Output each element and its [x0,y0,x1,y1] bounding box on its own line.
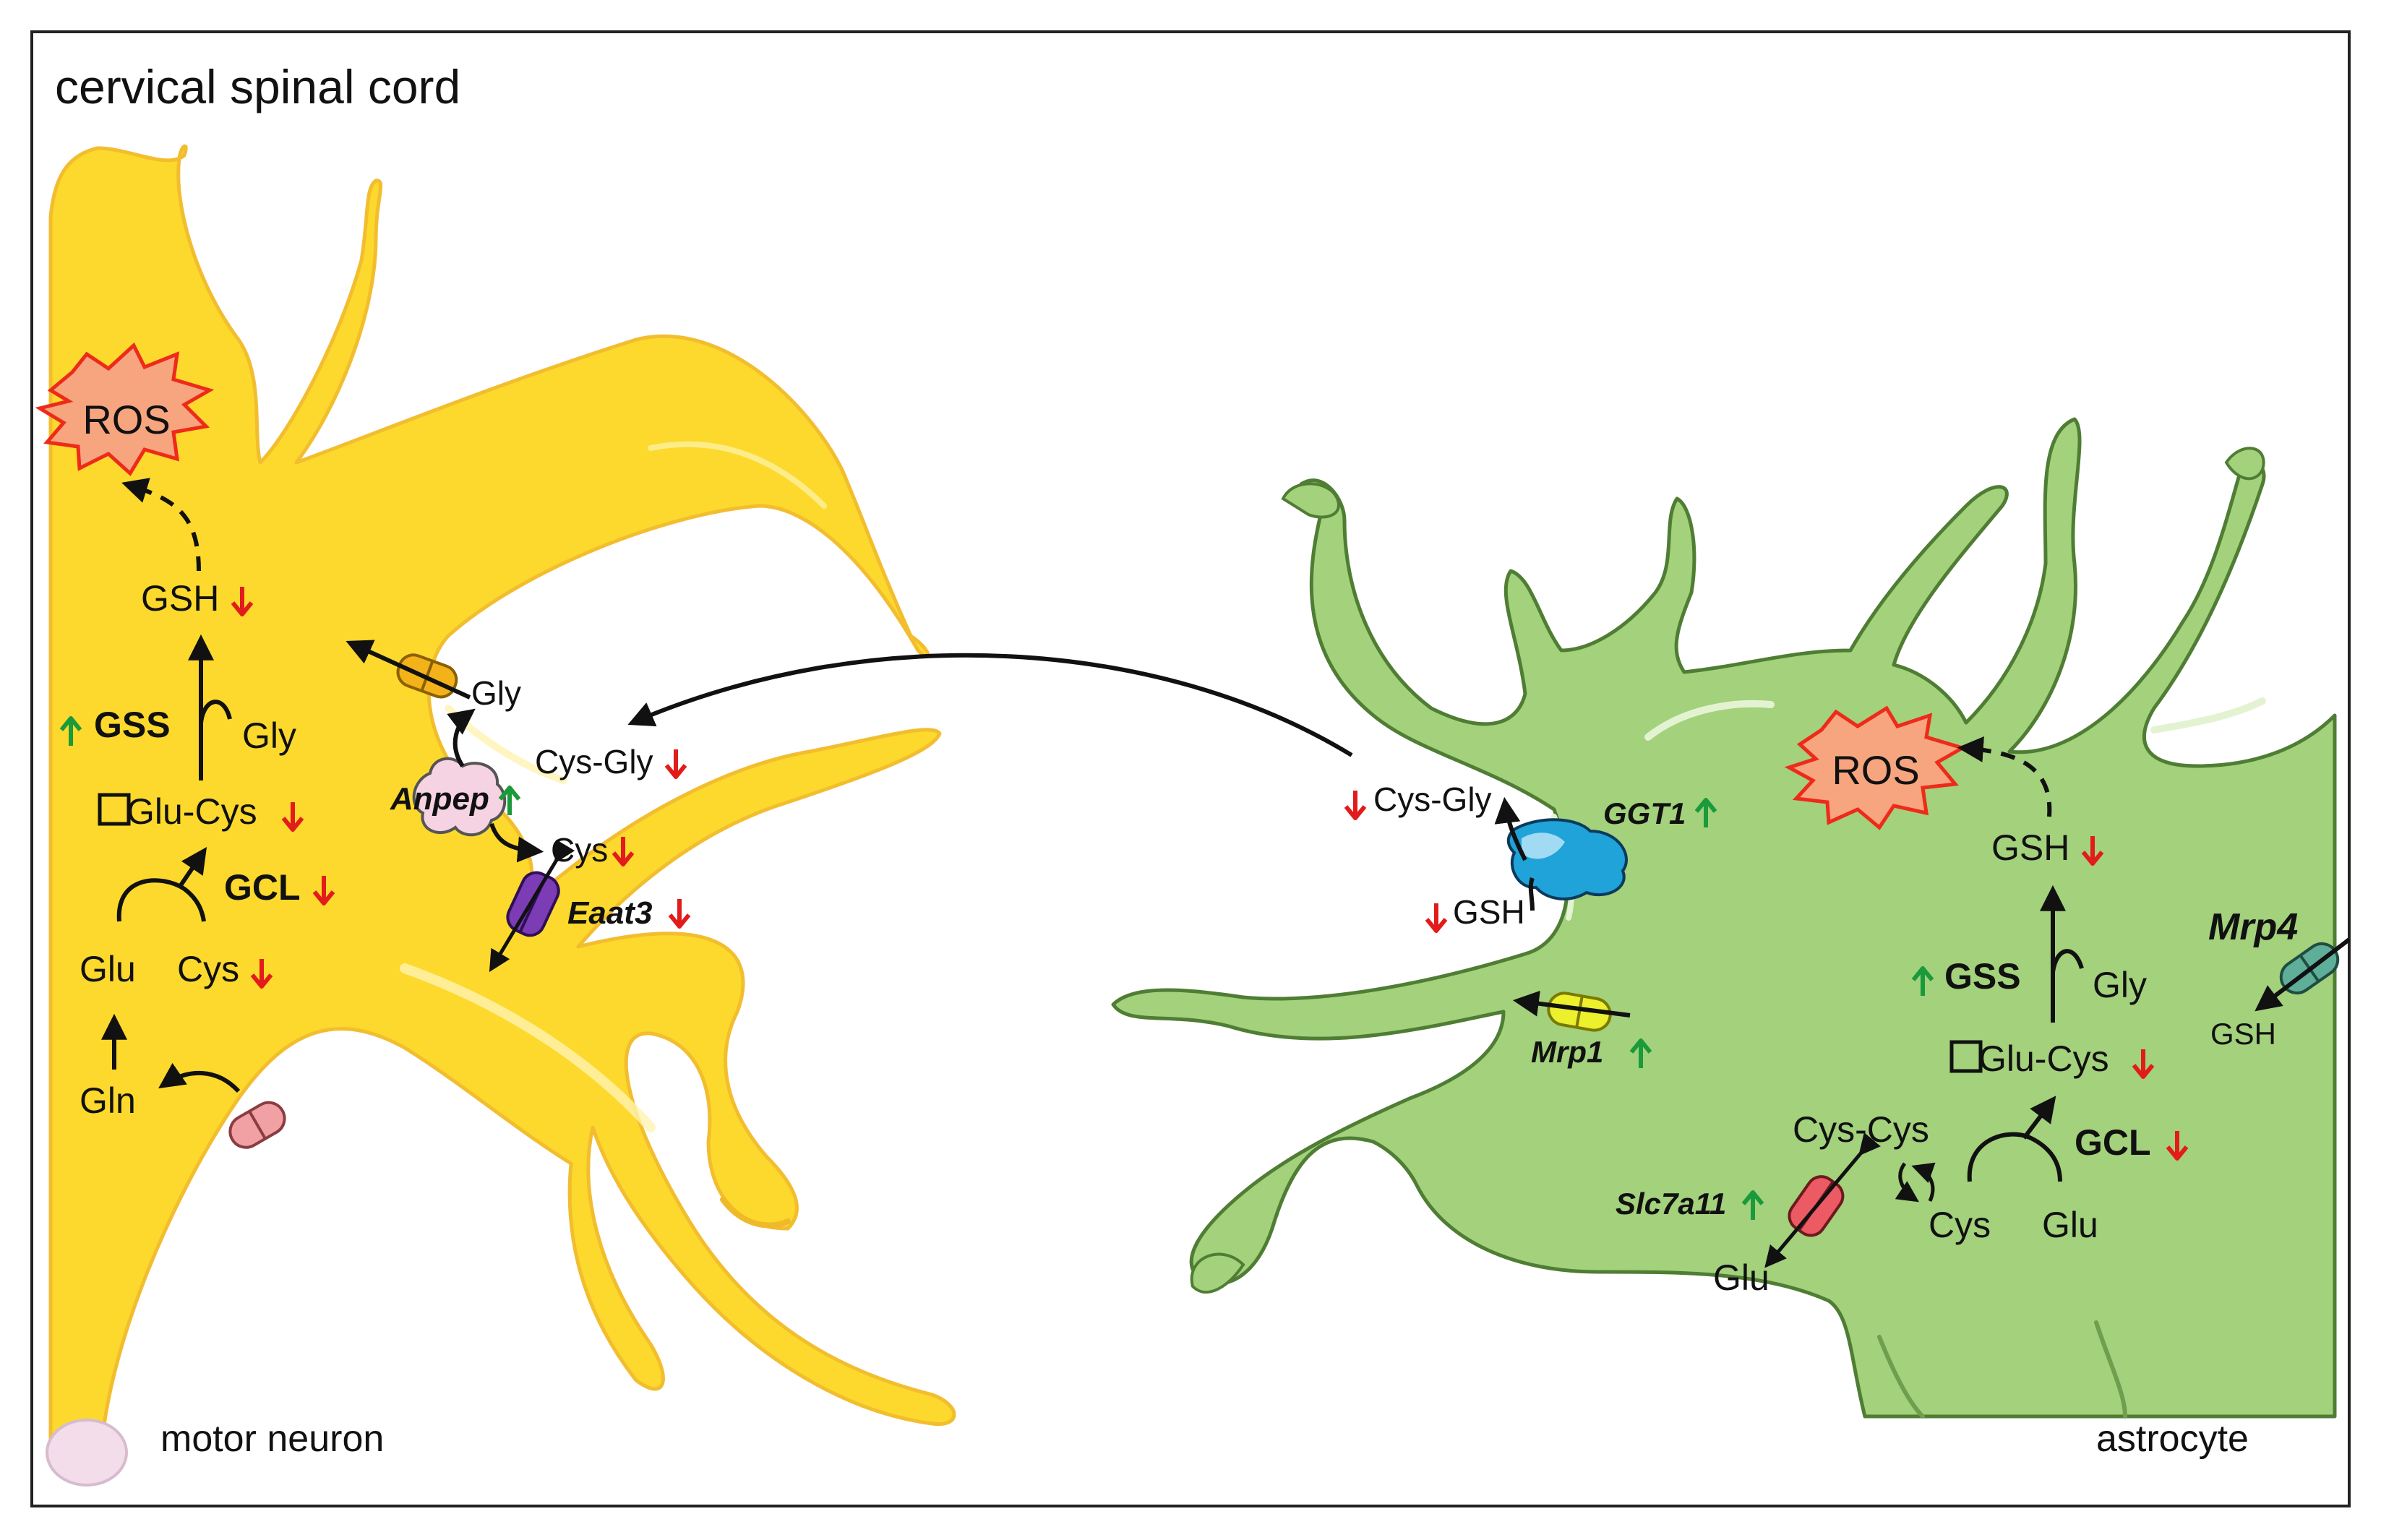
neuron-shade [720,1197,791,1229]
astrocyte-ros-burst: ROS [1784,705,1968,830]
neuron-gcl: GCL [224,867,301,908]
mrp1-transporter [1547,991,1612,1032]
neuron-cys-gly-out: Cys-Gly [535,743,653,780]
gsh-to-ros-dashed-arrow [121,478,201,572]
astro-glu-cys: Glu-Cys [1978,1038,2109,1079]
mrp1-export-arrow [1512,990,1631,1018]
astro-glu: Glu [2042,1205,2098,1245]
neuron-ros-burst: ROS [35,342,215,476]
gcl-reaction-curve [116,878,206,922]
astro-glu-out: Glu [1713,1257,1769,1298]
ggt1-to-cys-gly-arrow [1494,796,1527,861]
astrocyte-caption: astrocyte [2096,1418,2249,1460]
ggt1-label: GGT1 [1603,796,1686,830]
astro-gly: Gly [2093,965,2147,1005]
nucleus-fragment [46,1419,128,1487]
gln-transporter [228,1101,286,1149]
neuron-gln: Gln [80,1080,136,1121]
ros-burst-icon [1784,705,1968,830]
figure-title: cervical spinal cord [55,60,460,113]
astro-cys: Cys [1929,1205,1991,1245]
astrocyte-highlight [2150,697,2266,734]
gly-join-curve [199,700,232,723]
astrocyte-endfoot [1190,1252,1245,1294]
ros-burst-icon [35,342,215,476]
gsh-to-ros-dashed-arrow [1957,736,2052,817]
enzyme-icon [412,757,507,837]
astro-cys-cys: Cys-Cys [1793,1109,1929,1150]
neuron-highlight [648,441,827,509]
astrocyte-body [1111,417,2337,1419]
eaat3-label: Eaat3 [567,895,652,931]
eaat3-bidirectional-arrow [489,839,575,973]
gcl-product-arrow [177,847,207,889]
astrocyte-endfoot [1281,482,1340,519]
slc7a11-label: Slc7a11 [1616,1187,1726,1221]
astro-gsh-mrp4: GSH [2210,1017,2276,1051]
anpep-label: Anpep [390,781,489,817]
gamma-box-icon [98,793,131,826]
gln-import-arrow [158,1062,241,1093]
ggt1-enzyme-highlight [1522,833,1565,859]
mrp1-label: Mrp1 [1531,1035,1603,1069]
neuron-gly-out: Gly [471,674,521,712]
mrp4-label: Mrp4 [2208,906,2298,948]
neuron-caption: motor neuron [160,1418,384,1460]
cys-cys-reduction-arrow [1895,1162,1919,1203]
down-arrow-icon [670,899,689,926]
astro-gsh-out: GSH [1453,893,1525,931]
neuron-body [48,145,956,1455]
ros-label: ROS [1832,747,1919,793]
transporter-pore [248,1110,267,1140]
cys-gly-transfer-arrow [627,653,1353,757]
ros-label: ROS [82,397,170,442]
down-arrow-icon [1427,903,1446,931]
astrocyte-cell [1111,417,2337,1419]
slc7a11-exchange-arrow [1764,1132,1881,1268]
gly-join-curve [2051,949,2084,973]
astrocyte-highlight [1644,700,1775,741]
cys-cys-reduction-arrow [1911,1162,1936,1203]
neuron-cys-out: Cys [551,831,608,869]
mrp4-export-arrow [2255,937,2351,1012]
neuron-gly: Gly [242,715,296,756]
astro-cys-gly-out: Cys-Gly [1373,780,1492,818]
neuron-highlight [400,963,656,1132]
figure-frame [30,30,2351,1507]
astrocyte-shade [1877,1335,1925,1419]
astro-gcl: GCL [2075,1122,2151,1163]
neuron-cys: Cys [177,949,239,989]
neuron-gss: GSS [94,705,171,745]
neuron-glu: Glu [80,949,136,989]
down-arrow-icon [666,749,685,777]
transporter-pore [1575,995,1584,1028]
gamma-box-icon [1949,1040,1983,1073]
astrocyte-shade [2094,1320,2127,1419]
gsh-to-ggt1-curve [1528,877,1535,911]
gly-import-arrow [346,640,471,700]
astro-gss: GSS [1944,956,2021,997]
down-arrow-icon [1346,791,1365,818]
neuron-gsh: GSH [141,578,219,619]
astro-gsh: GSH [1991,827,2069,868]
gcl-product-arrow [2022,1096,2056,1140]
astrocyte-endfoot [2224,447,2265,481]
anpep-to-gly-arrow [447,708,476,767]
neuron-glu-cys: Glu-Cys [126,791,257,832]
